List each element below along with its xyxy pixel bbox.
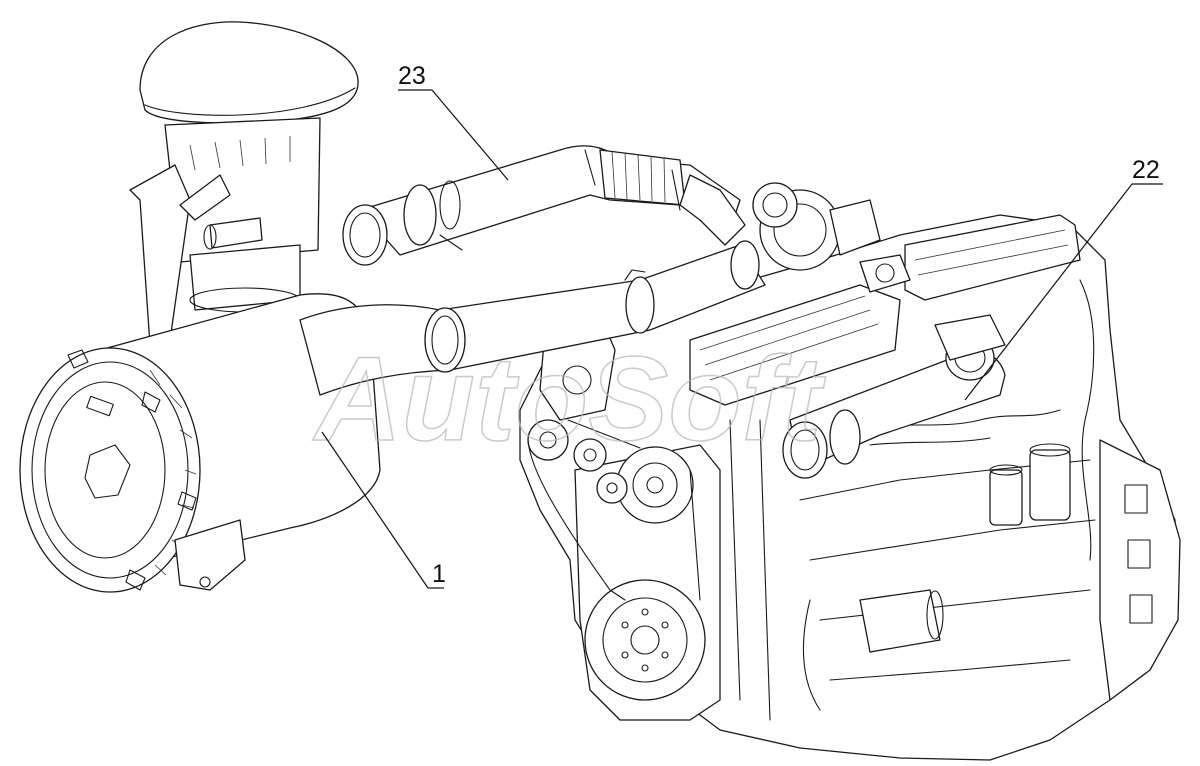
turbocharger [752, 182, 881, 271]
callout-22: 22 [964, 156, 1163, 401]
callout-label-22: 22 [1132, 156, 1160, 184]
callout-label-1: 1 [432, 560, 446, 588]
callout-23: 23 [398, 62, 509, 181]
charge-air-pipe-23 [342, 145, 746, 266]
intake-pipe [299, 240, 766, 396]
callout-1: 1 [321, 431, 446, 589]
callout-label-23: 23 [398, 62, 426, 90]
air-filter-assembly [19, 21, 381, 593]
watermark-text: AutoSoft [312, 332, 827, 466]
charge-air-pipe-22 [782, 314, 1006, 479]
engine-assembly [519, 214, 1181, 761]
